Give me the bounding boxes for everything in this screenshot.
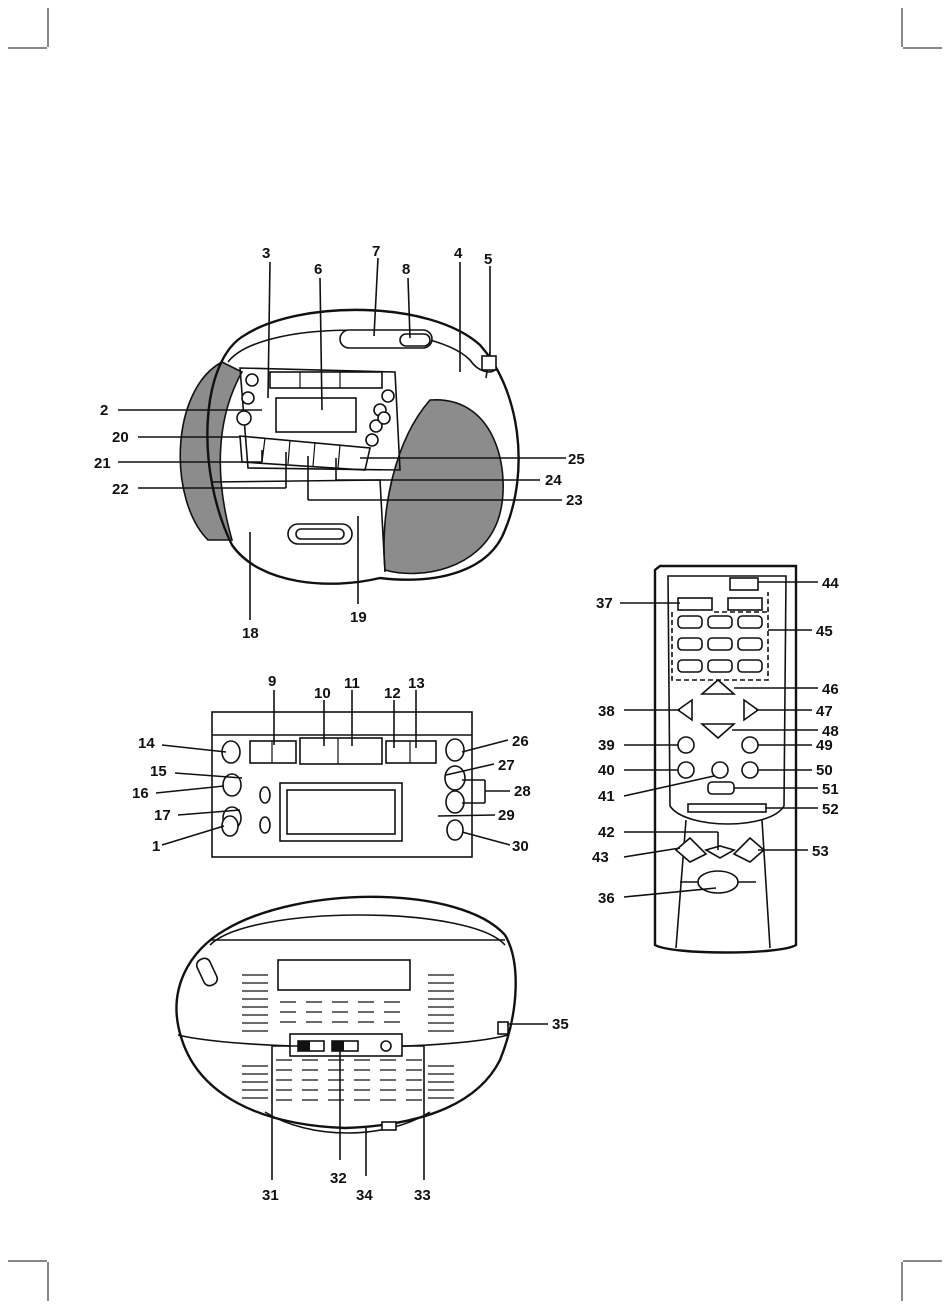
callout-33: 33 xyxy=(414,1187,431,1204)
callout-44: 44 xyxy=(822,575,839,592)
callout-20: 20 xyxy=(112,429,129,446)
callout-34: 34 xyxy=(356,1187,373,1204)
callout-35: 35 xyxy=(552,1016,569,1033)
panel-button-10-11 xyxy=(300,738,382,764)
rear-view xyxy=(177,897,516,1133)
callout-4: 4 xyxy=(454,245,463,262)
callout-51: 51 xyxy=(822,781,839,798)
callout-43: 43 xyxy=(592,849,609,866)
control-panel-view xyxy=(212,712,472,857)
callout-32: 32 xyxy=(330,1170,347,1187)
callout-42: 42 xyxy=(598,824,615,841)
front-view xyxy=(180,310,518,584)
callout-18: 18 xyxy=(242,625,259,642)
callout-29: 29 xyxy=(498,807,515,824)
callout-39: 39 xyxy=(598,737,615,754)
callout-5: 5 xyxy=(484,251,492,268)
panel-button-9 xyxy=(250,741,296,763)
callout-12: 12 xyxy=(384,685,401,702)
callout-37: 37 xyxy=(596,595,613,612)
cassette-keys xyxy=(240,436,370,470)
callout-38: 38 xyxy=(598,703,615,720)
callout-2: 2 xyxy=(100,402,108,419)
number-keypad xyxy=(678,616,762,672)
callout-11: 11 xyxy=(344,675,360,692)
callout-14: 14 xyxy=(138,735,155,752)
callout-46: 46 xyxy=(822,681,839,698)
display xyxy=(276,398,356,432)
callout-31: 31 xyxy=(262,1187,279,1204)
callout-17: 17 xyxy=(154,807,171,824)
crop-marks xyxy=(8,8,942,1301)
callout-22: 22 xyxy=(112,481,129,498)
callout-28: 28 xyxy=(514,783,531,800)
antenna-base xyxy=(482,356,496,370)
callout-52: 52 xyxy=(822,801,839,818)
callout-21: 21 xyxy=(94,455,111,472)
callout-19: 19 xyxy=(350,609,367,626)
callout-3: 3 xyxy=(262,245,270,262)
callout-24: 24 xyxy=(545,472,562,489)
remote-control-view xyxy=(655,566,796,953)
callout-36: 36 xyxy=(598,890,615,907)
callout-6: 6 xyxy=(314,261,322,278)
callout-41: 41 xyxy=(598,788,615,805)
callout-53: 53 xyxy=(812,843,829,860)
callout-9: 9 xyxy=(268,673,276,690)
callout-13: 13 xyxy=(408,675,425,692)
callout-7: 7 xyxy=(372,243,380,260)
callout-47: 47 xyxy=(816,703,833,720)
callout-25: 25 xyxy=(568,451,585,468)
callout-27: 27 xyxy=(498,757,515,774)
callout-49: 49 xyxy=(816,737,833,754)
callout-40: 40 xyxy=(598,762,615,779)
top-function-keys xyxy=(270,372,382,388)
callout-15: 15 xyxy=(150,763,167,780)
right-speaker-grille xyxy=(384,400,503,574)
callout-8: 8 xyxy=(402,261,410,278)
cd-open-button xyxy=(400,334,430,346)
callout-30: 30 xyxy=(512,838,529,855)
callout-50: 50 xyxy=(816,762,833,779)
callout-26: 26 xyxy=(512,733,529,750)
callout-23: 23 xyxy=(566,492,583,509)
callout-1: 1 xyxy=(152,838,160,855)
callout-16: 16 xyxy=(132,785,149,802)
callout-10: 10 xyxy=(314,685,331,702)
callout-45: 45 xyxy=(816,623,833,640)
